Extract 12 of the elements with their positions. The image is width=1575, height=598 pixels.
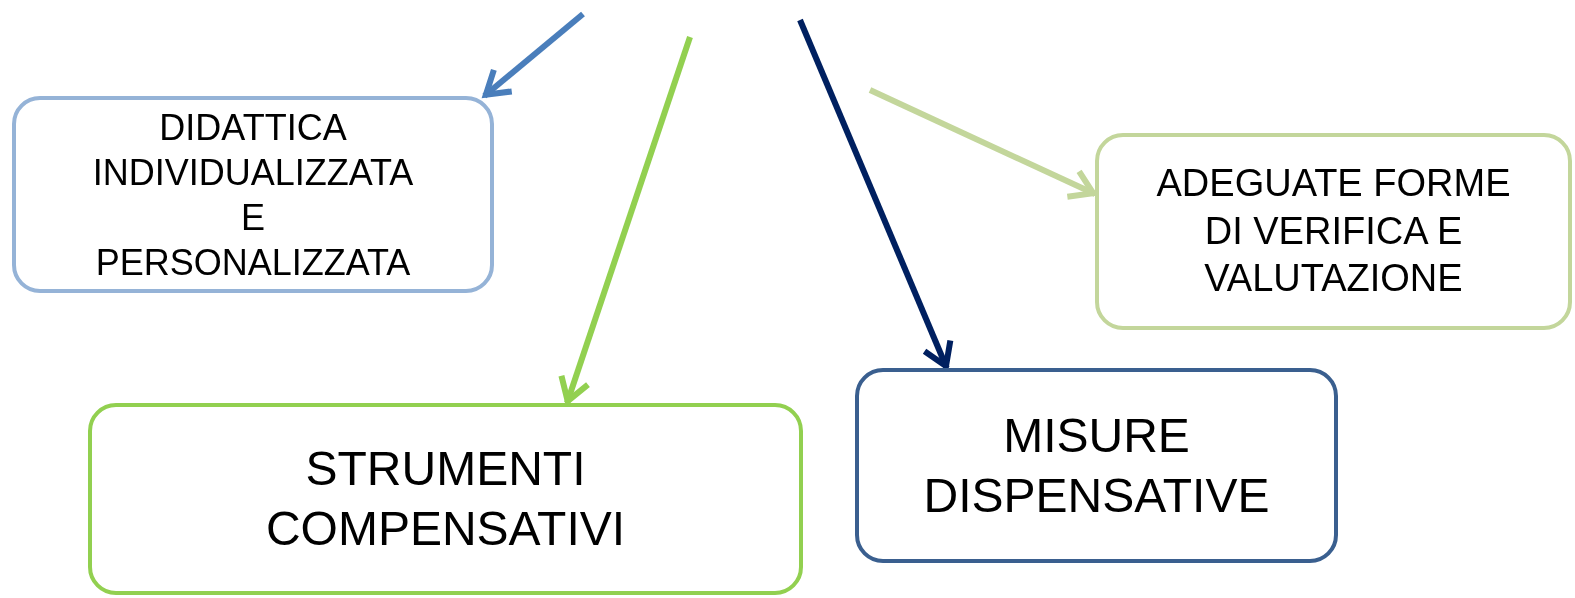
arrow	[868, 87, 1097, 200]
arrow	[797, 18, 954, 370]
box-label: MISURE DISPENSATIVE	[922, 407, 1271, 524]
rounded-box	[12, 96, 494, 293]
box-label: ADEGUATE FORME DI VERIFICA E VALUTAZIONE	[1155, 161, 1512, 302]
arrow	[482, 11, 585, 99]
rounded-box	[1095, 133, 1572, 330]
arrow	[558, 36, 693, 405]
box-label: DIDATTICA INDIVIDUALIZZATA E PERSONALIZZATA	[91, 105, 415, 285]
rounded-box	[855, 368, 1338, 563]
box-label: STRUMENTI COMPENSATIVI	[264, 441, 627, 557]
rounded-box	[88, 403, 803, 595]
